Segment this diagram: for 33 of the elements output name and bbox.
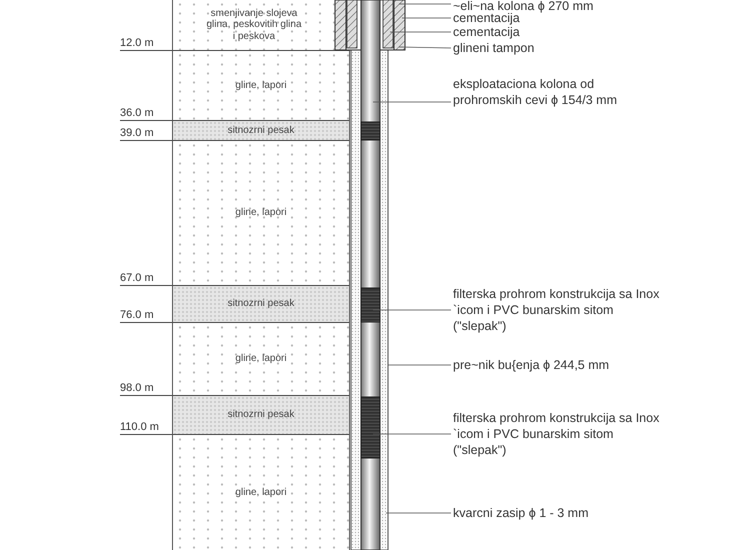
layer-label: smenjivanje slojeva glina, peskovitih glina i peskova — [205, 8, 303, 42]
callout-label: filterska prohrom konstrukcija sa Inox `icom i PVC bunarskim sitom ("slepak") — [453, 410, 663, 458]
clay-layer — [172, 140, 350, 285]
layer-label: gline, lapori — [235, 353, 287, 365]
depth-label: 39.0 m — [120, 126, 172, 141]
layer-label: gline, lapori — [235, 207, 287, 219]
clay-layer — [172, 0, 335, 50]
layer-label: gline, lapori — [235, 80, 287, 92]
depth-label: 76.0 m — [120, 308, 172, 323]
sand-layer — [172, 285, 350, 322]
depth-label: 67.0 m — [120, 271, 172, 286]
depth-label: 36.0 m — [120, 106, 172, 121]
depth-label: 12.0 m — [120, 36, 172, 51]
callout-label: cementacija — [453, 24, 663, 40]
clay-layer — [172, 434, 350, 550]
leader-line — [388, 364, 452, 366]
callout-label: pre~nik bu{enja ϕ 244,5 mm — [453, 357, 663, 373]
layer-label: sitnozrni pesak — [228, 409, 294, 421]
sand-layer — [172, 120, 350, 140]
clay-layer — [172, 50, 350, 120]
leader-line — [386, 512, 452, 514]
leader-line — [398, 46, 452, 48]
layer-label: sitnozrni pesak — [228, 124, 294, 136]
clay-layer — [172, 322, 350, 395]
layer-label: sitnozrni pesak — [228, 298, 294, 310]
callout-label: kvarcni zasip ϕ 1 - 3 mm — [453, 505, 663, 521]
layer-label: gline, lapori — [235, 486, 287, 498]
callout-label: glineni tampon — [453, 40, 663, 56]
callout-label: eksploataciona kolona od prohromskih cevi ϕ 154/3 mm — [453, 76, 663, 108]
sand-layer — [172, 395, 350, 434]
depth-label: 110.0 m — [120, 420, 172, 435]
depth-label: 98.0 m — [120, 381, 172, 396]
callout-label: filterska prohrom konstrukcija sa Inox `icom i PVC bunarskim sitom ("slepak") — [453, 286, 663, 334]
